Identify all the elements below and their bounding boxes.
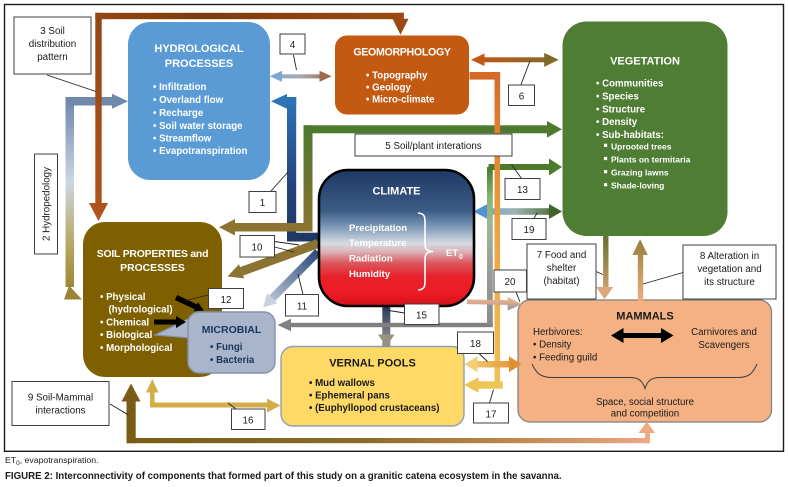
svg-text:• Bacteria: • Bacteria (210, 355, 255, 366)
svg-text:GEOMORPHOLOGY: GEOMORPHOLOGY (353, 47, 451, 59)
svg-text:• Fungi: • Fungi (210, 342, 242, 353)
svg-text:pattern: pattern (37, 52, 68, 63)
svg-text:• Density: • Density (596, 117, 638, 128)
svg-text:Radiation: Radiation (349, 254, 393, 265)
svg-text:6: 6 (519, 92, 525, 103)
svg-text:(hydrological): (hydrological) (109, 305, 173, 316)
svg-text:0: 0 (459, 254, 463, 261)
svg-text:• Infiltration: • Infiltration (153, 82, 207, 93)
svg-text:• Ephemeral pans: • Ephemeral pans (309, 391, 390, 402)
svg-text:interactions: interactions (35, 406, 85, 417)
svg-text:• Sub-habitats:: • Sub-habitats: (596, 130, 664, 141)
svg-text:vegetation and: vegetation and (697, 264, 761, 275)
svg-text:1: 1 (260, 198, 265, 209)
svg-text:VEGETATION: VEGETATION (610, 56, 680, 68)
svg-text:Precipitation: Precipitation (349, 223, 407, 234)
svg-text:• Physical: • Physical (100, 292, 145, 303)
svg-text:PROCESSES: PROCESSES (165, 58, 233, 70)
svg-text:shelter: shelter (547, 263, 577, 274)
svg-text:17: 17 (486, 410, 497, 421)
svg-text:MAMMALS: MAMMALS (616, 311, 673, 323)
svg-text:13: 13 (517, 185, 528, 196)
svg-text:• Mud wallows: • Mud wallows (309, 378, 375, 389)
svg-text:• (Euphyllopod crustaceans): • (Euphyllopod crustaceans) (309, 403, 439, 414)
svg-text:4: 4 (290, 40, 296, 51)
svg-text:• Feeding guild: • Feeding guild (533, 352, 597, 363)
svg-text:• Structure: • Structure (596, 105, 646, 116)
svg-text:• Recharge: • Recharge (153, 108, 204, 119)
svg-text:VERNAL POOLS: VERNAL POOLS (329, 358, 416, 370)
svg-text:HYDROLOGICAL: HYDROLOGICAL (154, 43, 244, 55)
svg-text:MICROBIAL: MICROBIAL (202, 324, 262, 336)
svg-text:CLIMATE: CLIMATE (372, 186, 420, 198)
svg-text:• Soil water storage: • Soil water storage (153, 121, 243, 132)
svg-text:• Geology: • Geology (366, 83, 411, 94)
svg-text:12: 12 (221, 295, 232, 306)
svg-text:• Evapotranspiration: • Evapotranspiration (153, 146, 247, 157)
svg-text:Plants on termitaria: Plants on termitaria (611, 155, 691, 165)
svg-text:Humidity: Humidity (349, 269, 391, 280)
svg-text:11: 11 (297, 302, 307, 313)
svg-text:its structure: its structure (704, 277, 755, 288)
svg-text:18: 18 (470, 339, 481, 350)
svg-text:• Topography: • Topography (366, 70, 428, 81)
svg-text:Carnivores and: Carnivores and (691, 327, 757, 338)
svg-text:16: 16 (243, 416, 254, 427)
svg-text:• Streamflow: • Streamflow (153, 134, 212, 145)
svg-text:ET0, evapotranspiration.: ET0, evapotranspiration. (5, 455, 98, 467)
svg-text:ET: ET (446, 248, 458, 259)
svg-text:Space, social structure: Space, social structure (596, 397, 694, 408)
svg-text:Shade-loving: Shade-loving (611, 181, 664, 191)
svg-text:7 Food and: 7 Food and (537, 250, 587, 261)
svg-text:PROCESSES: PROCESSES (120, 263, 185, 274)
svg-text:and competition: and competition (611, 408, 679, 419)
svg-text:SOIL PROPERTIES and: SOIL PROPERTIES and (97, 249, 208, 260)
svg-text:• Density: • Density (533, 340, 572, 351)
svg-text:20: 20 (505, 277, 516, 288)
svg-text:• Biological: • Biological (100, 330, 152, 341)
svg-text:3 Soil: 3 Soil (40, 26, 65, 37)
svg-text:8 Alteration in: 8 Alteration in (700, 251, 759, 262)
svg-text:(habitat): (habitat) (544, 276, 580, 287)
svg-text:Herbivores:: Herbivores: (533, 327, 583, 338)
svg-text:• Micro-climate: • Micro-climate (366, 95, 435, 106)
svg-text:19: 19 (524, 225, 535, 236)
svg-text:9 Soil-Mammal: 9 Soil-Mammal (28, 393, 93, 404)
svg-text:Scavengers: Scavengers (698, 340, 749, 351)
svg-text:2 Hydropedology: 2 Hydropedology (42, 167, 53, 241)
svg-text:distribution: distribution (29, 39, 76, 50)
svg-text:• Overland flow: • Overland flow (153, 95, 224, 106)
svg-text:10: 10 (252, 243, 263, 254)
svg-text:FIGURE 2: Interconnectivity of: FIGURE 2: Interconnectivity of component… (5, 471, 562, 482)
svg-text:• Communities: • Communities (596, 79, 663, 90)
svg-text:Grazing lawns: Grazing lawns (611, 168, 669, 178)
svg-text:Uprooted trees: Uprooted trees (611, 141, 672, 151)
svg-text:• Chemical: • Chemical (100, 318, 149, 329)
svg-text:• Species: • Species (596, 92, 639, 103)
svg-text:5 Soil/plant interations: 5 Soil/plant interations (385, 141, 481, 152)
svg-text:• Morphological: • Morphological (100, 343, 172, 354)
svg-text:Temperature: Temperature (349, 238, 406, 249)
svg-text:15: 15 (416, 311, 427, 322)
